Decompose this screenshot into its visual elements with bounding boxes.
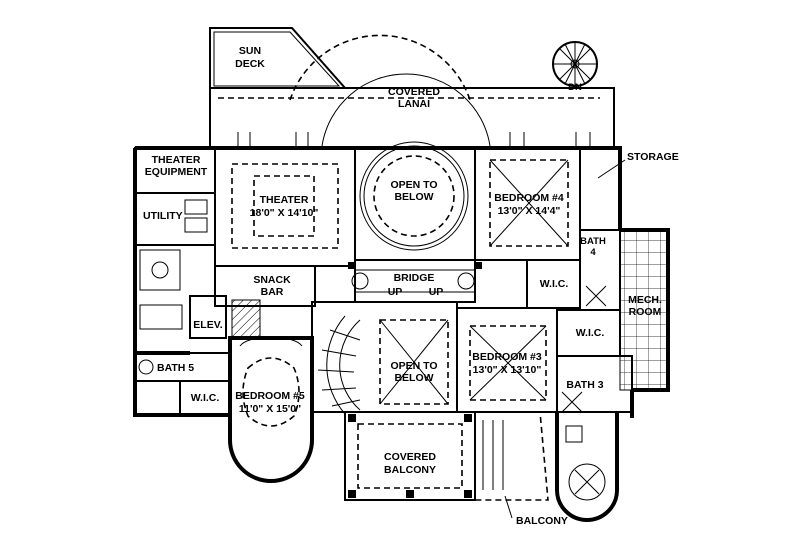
spiral-stair-main [311,301,458,415]
label-bath-5: BATH 5 [157,362,194,374]
label-theater-2: 18'0" X 14'10" [250,207,319,219]
label-bedroom-3-1: BEDROOM #3 [472,351,542,363]
label-wic-middle: W.I.C. [540,278,569,290]
label-wic-right: W.I.C. [576,327,605,339]
label-bridge: BRIDGE [394,272,435,284]
label-balcony: BALCONY [516,515,568,527]
label-wic-left: W.I.C. [191,392,220,404]
storage-room [579,147,621,231]
label-snack-bar-2: BAR [261,286,284,298]
label-bedroom-5-2: 11'0" X 15'0" [239,403,301,415]
label-bedroom-3-2: 13'0" X 13'10" [473,364,542,376]
label-bedroom-4-1: BEDROOM #4 [494,192,564,204]
label-open-to-below-bottom-2: BELOW [394,372,433,384]
label-snack-bar-1: SNACK [253,274,291,286]
utility-room [134,192,216,291]
label-bath-3: BATH 3 [566,379,603,391]
spiral-stair-top [552,41,598,87]
label-covered-balcony-2: BALCONY [384,464,436,476]
label-theater-equipment-2: EQUIPMENT [145,166,208,178]
label-mech-room-1: MECH. [628,294,662,306]
storage-leader [597,159,626,179]
bedroom-5 [228,336,314,483]
label-utility: UTILITY [143,210,183,222]
label-mech-room-2: ROOM [629,306,662,318]
label-sun-deck-1: SUN [239,45,261,57]
balcony [475,411,549,519]
label-open-to-below-top-2: BELOW [394,191,433,203]
label-open-to-below-top-1: OPEN TO [390,179,437,191]
round-tower-right [555,412,619,522]
label-elev: ELEV. [193,319,222,331]
label-open-to-below-bottom-1: OPEN TO [390,360,437,372]
label-bedroom-5-1: BEDROOM #5 [235,390,305,402]
label-up-right: UP [429,286,444,298]
label-theater-1: THEATER [260,194,309,206]
label-storage: STORAGE [627,151,679,163]
label-sun-deck-2: DECK [235,58,265,70]
label-covered-lanai-1: COVERED [388,86,440,98]
sun-deck [209,27,348,89]
label-bedroom-4-2: 13'0" X 14'4" [498,205,561,217]
label-up-left: UP [388,286,403,298]
bath-3 [556,355,633,413]
covered-balcony [344,411,476,501]
label-theater-equipment-1: THEATER [152,154,201,166]
mech-room [619,229,669,391]
snack-bar-area [139,265,316,339]
label-dn: DN [568,82,582,93]
label-bath-4-1: BATH [580,236,606,247]
label-covered-balcony-1: COVERED [384,451,436,463]
label-covered-lanai-2: LANAI [398,98,430,110]
label-bath-4-2: 4 [590,247,596,258]
